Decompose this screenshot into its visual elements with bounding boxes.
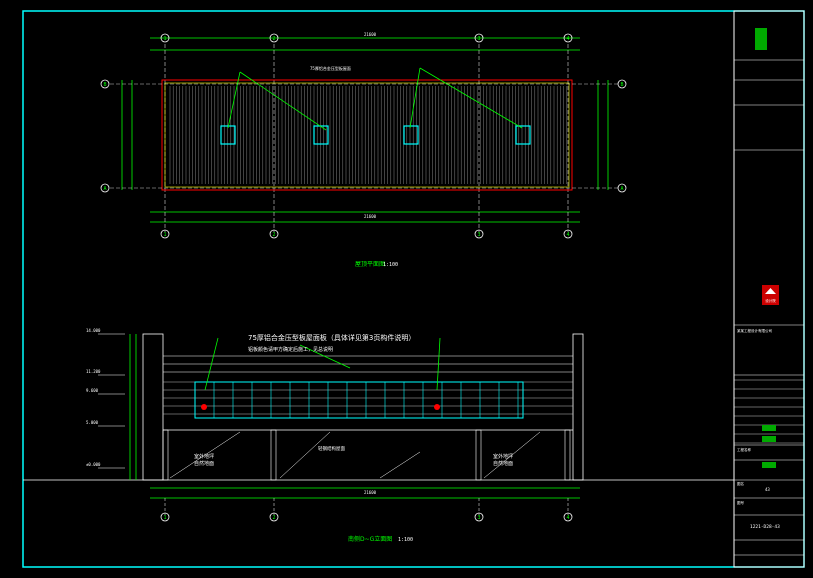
louvre-panel <box>194 381 524 419</box>
elevation-label: 轻钢结构屋面 <box>318 445 345 452</box>
total-dimension: 21600 <box>364 214 377 219</box>
title-block-content: 设计院 某某工程设计有限公司 工程名称 图名 43 图号 1221-D28-43 <box>734 28 804 556</box>
sheet-border <box>22 10 805 568</box>
total-dimension: 21600 <box>364 32 377 37</box>
axis-bubble <box>563 33 573 43</box>
axis-bubble <box>160 33 170 43</box>
skylight <box>220 125 236 145</box>
axis-label: 2 <box>272 515 275 521</box>
axis-bubble <box>100 79 110 89</box>
skylight <box>515 125 531 145</box>
project-company: 某某工程设计有限公司 <box>737 328 772 333</box>
label-number: 图号 <box>737 500 745 505</box>
drawing-number: 1221-D28-43 <box>750 524 780 530</box>
elevation-title: 南侧D~G立面图 <box>348 535 392 543</box>
logo-text: 设计院 <box>765 298 776 303</box>
total-dimension: 21600 <box>364 490 377 495</box>
axis-label: 3 <box>477 515 480 521</box>
axis-bubble <box>617 79 627 89</box>
marker-dot <box>201 404 207 410</box>
axis-label: A <box>620 186 623 192</box>
skylight <box>403 125 419 145</box>
axis-bubble <box>563 512 573 522</box>
stamp-small <box>762 425 776 431</box>
level-mark: 14.000 <box>86 328 101 333</box>
level-mark: 5.000 <box>86 420 99 425</box>
elevation-note: 75厚铝合金压型板屋面板（具体详见第3页构件说明） <box>248 333 415 342</box>
plan-scale: 1:100 <box>383 262 398 268</box>
stamp-small <box>762 436 776 442</box>
marker-dot <box>434 404 440 410</box>
axis-bubble <box>269 512 279 522</box>
roof-plan: 1 2 3 4 1 2 3 4 B A B A 21600 21600 75厚铝… <box>100 32 627 268</box>
plan-note: 75厚铝合金压型板屋面 <box>310 65 351 71</box>
title-block <box>733 10 805 568</box>
skylight <box>313 125 329 145</box>
axis-bubble <box>100 183 110 193</box>
elevation-scale: 1:100 <box>398 537 413 543</box>
axis-label: 1 <box>163 515 166 521</box>
axis-label: B <box>103 82 106 88</box>
axis-label: A <box>103 186 106 192</box>
axis-label: 2 <box>272 232 275 238</box>
axis-bubble <box>563 229 573 239</box>
axis-label: B <box>620 82 623 88</box>
axis-bubble <box>269 229 279 239</box>
sheet-number: 43 <box>765 487 770 492</box>
approval-stamp <box>755 28 767 50</box>
south-elevation: 14.000 11.200 9.600 5.000 ±0.000 21600 1… <box>23 328 734 543</box>
logo-roof-icon <box>765 288 776 294</box>
axis-label: 4 <box>566 232 569 238</box>
elevation-note-sub: 铝板颜色请甲方确定后施工，见总说明 <box>248 346 333 353</box>
elevation-label: 室外地坪 <box>194 453 214 460</box>
label-drawing: 图名 <box>737 481 744 486</box>
axis-bubble <box>269 33 279 43</box>
label-project: 工程名称 <box>737 447 751 452</box>
elevation-label: 自然地面 <box>194 460 214 467</box>
axis-bubble <box>160 229 170 239</box>
axis-label: 3 <box>477 232 480 238</box>
axis-bubble <box>474 512 484 522</box>
axis-label: 1 <box>163 36 166 42</box>
company-logo <box>762 285 779 305</box>
axis-bubble <box>474 33 484 43</box>
axis-label: 4 <box>566 36 569 42</box>
elevation-label: 自然地面 <box>493 460 513 467</box>
level-mark: ±0.000 <box>86 462 101 467</box>
axis-bubble <box>617 183 627 193</box>
stamp-small <box>762 462 776 468</box>
axis-bubble <box>160 512 170 522</box>
axis-label: 2 <box>272 36 275 42</box>
elevation-label: 室外地坪 <box>493 453 513 460</box>
axis-label: 1 <box>163 232 166 238</box>
axis-label: 3 <box>477 36 480 42</box>
level-mark: 9.600 <box>86 388 99 393</box>
axis-bubble <box>474 229 484 239</box>
axis-label: 4 <box>566 515 569 521</box>
level-mark: 11.200 <box>86 369 101 374</box>
plan-title: 屋顶平面图 <box>355 261 385 268</box>
